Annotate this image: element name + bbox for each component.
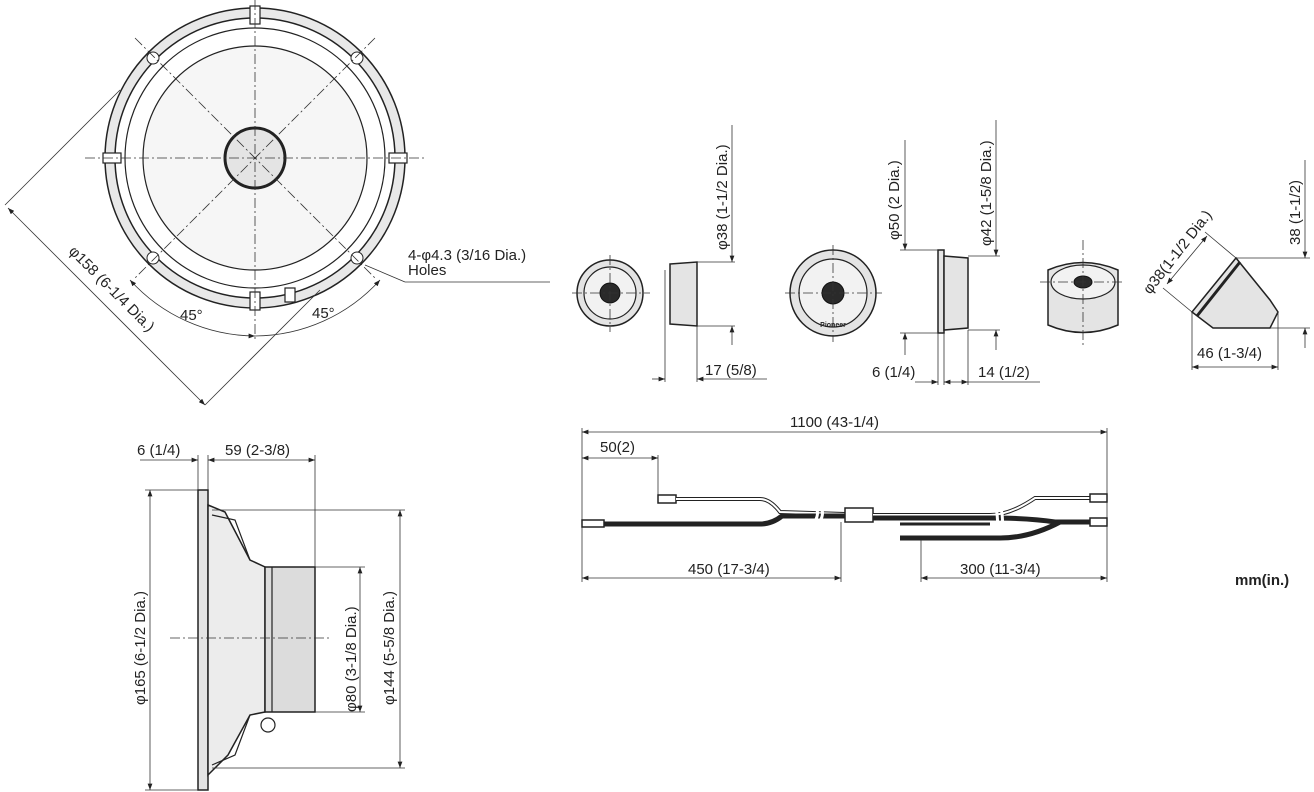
woofer-outer-diameter-label: φ165 (6-1/2 Dia.) [132, 591, 149, 705]
woofer-depth-label: 59 (2-3/8) [225, 442, 290, 459]
woofer-side-view: 6 (1/4) 59 (2-3/8) φ165 (6-1/2 Dia.) φ80… [132, 442, 405, 791]
tweeter-depth-label: 17 (5/8) [705, 362, 757, 379]
cable-left-label: 450 (17-3/4) [688, 561, 770, 578]
angled-diameter-label: φ38(1-1/2 Dia.) [1140, 207, 1216, 297]
units-label: mm(in.) [1235, 572, 1289, 589]
flush-flange-label: 6 (1/4) [872, 364, 915, 381]
angled-height-label: 38 (1-1/2) [1287, 180, 1304, 245]
tweeter-diameter-label: φ38 (1-1/2 Dia.) [714, 144, 731, 250]
cutout-diameter-label: φ144 (5-5/8 Dia.) [381, 591, 398, 705]
woofer-front-view: φ158 (6-1/4 Dia.) 45° 45° 4-φ4.3 (3/16 D… [4, 0, 550, 406]
woofer-flange-label: 6 (1/4) [137, 442, 180, 459]
flush-outer-diameter-label: φ50 (2 Dia.) [886, 160, 903, 240]
angled-width-label: 46 (1-3/4) [1197, 345, 1262, 362]
cable-harness: 1100 (43-1/4) 50(2) 450 (17-3/4) 300 (11… [581, 414, 1108, 582]
tweeter-flush-view: Pioneer φ50 (2 Dia.) φ42 (1-5/8 Dia.) 6 … [785, 120, 1040, 385]
magnet-diameter-label: φ80 (3-1/8 Dia.) [343, 606, 360, 712]
cable-right-label: 300 (11-3/4) [960, 561, 1041, 578]
angle-right-label: 45° [312, 305, 335, 322]
cable-end-label: 50(2) [600, 439, 635, 456]
holes-label-2: Holes [408, 262, 446, 279]
holes-label: 4-φ4.3 (3/16 Dia.) [408, 247, 526, 264]
flush-inner-diameter-label: φ42 (1-5/8 Dia.) [978, 140, 995, 246]
cable-total-label: 1100 (43-1/4) [790, 414, 879, 431]
tweeter-angled-view: 38 (1-1/2) φ38(1-1/2 Dia.) 46 (1-3/4) [1040, 160, 1310, 370]
angle-left-label: 45° [180, 307, 203, 324]
flush-depth-label: 14 (1/2) [978, 364, 1030, 381]
tweeter-surface-view: φ38 (1-1/2 Dia.) 17 (5/8) [572, 125, 767, 382]
